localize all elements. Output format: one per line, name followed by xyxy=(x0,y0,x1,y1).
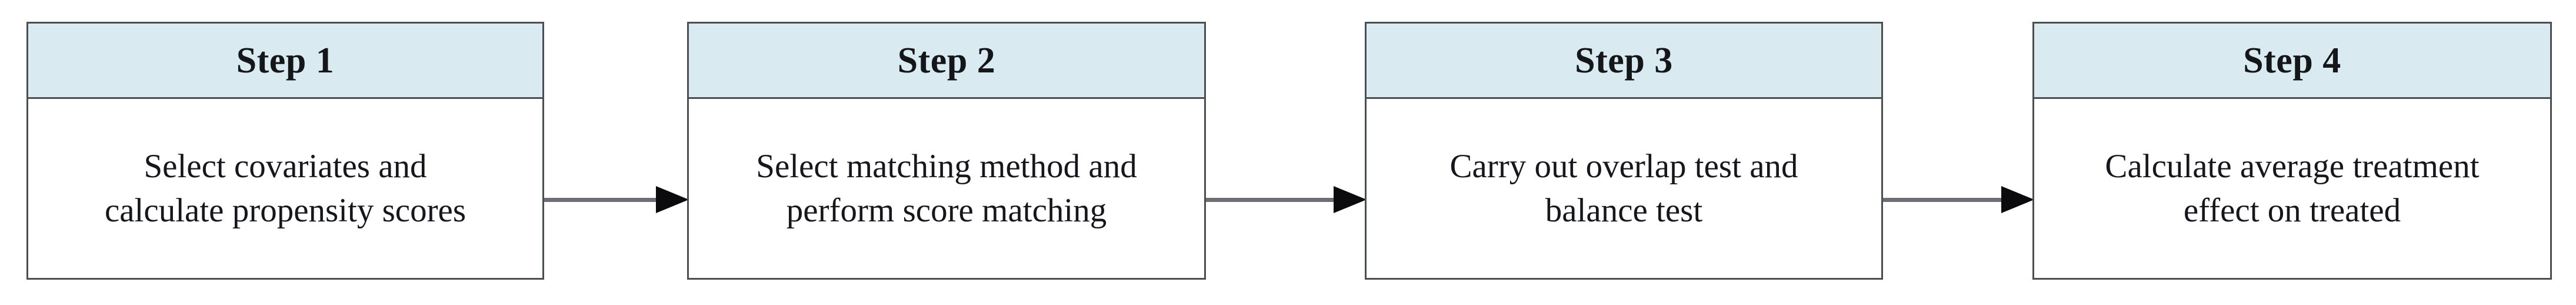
step-body-2: Select matching method and perform score… xyxy=(689,99,1204,278)
step-title-4: Step 4 xyxy=(2243,40,2341,81)
step-header-1: Step 1 xyxy=(28,24,542,99)
step-description-4: Calculate average treatment effect on tr… xyxy=(2105,147,2480,229)
step-header-2: Step 2 xyxy=(689,24,1204,99)
step-box-3[interactable]: Step 3 Carry out overlap test and balanc… xyxy=(1365,22,1883,280)
arrow-right-icon xyxy=(656,186,689,213)
step-description-3: Carry out overlap test and balance test xyxy=(1449,147,1798,229)
step-body-4: Calculate average treatment effect on tr… xyxy=(2034,99,2550,278)
step-body-3: Carry out overlap test and balance test xyxy=(1367,99,1881,278)
arrow-right-icon xyxy=(2001,186,2034,213)
step-title-1: Step 1 xyxy=(236,40,335,81)
step-header-4: Step 4 xyxy=(2034,24,2550,99)
step-header-3: Step 3 xyxy=(1367,24,1881,99)
step-title-2: Step 2 xyxy=(897,40,996,81)
step-title-3: Step 3 xyxy=(1575,40,1673,81)
connector-step1-step2 xyxy=(544,186,689,214)
connector-step3-step4 xyxy=(1883,186,2034,214)
arrow-right-icon xyxy=(1334,186,1367,213)
connector-line-icon xyxy=(544,198,658,202)
step-box-1[interactable]: Step 1 Select covariates and calculate p… xyxy=(26,22,544,280)
step-description-1: Select covariates and calculate propensi… xyxy=(104,147,466,229)
step-description-2: Select matching method and perform score… xyxy=(756,147,1137,229)
step-box-2[interactable]: Step 2 Select matching method and perfor… xyxy=(687,22,1206,280)
connector-step2-step3 xyxy=(1206,186,1367,214)
step-body-1: Select covariates and calculate propensi… xyxy=(28,99,542,278)
step-box-4[interactable]: Step 4 Calculate average treatment effec… xyxy=(2032,22,2552,280)
connector-line-icon xyxy=(1206,198,1336,202)
connector-line-icon xyxy=(1883,198,2004,202)
